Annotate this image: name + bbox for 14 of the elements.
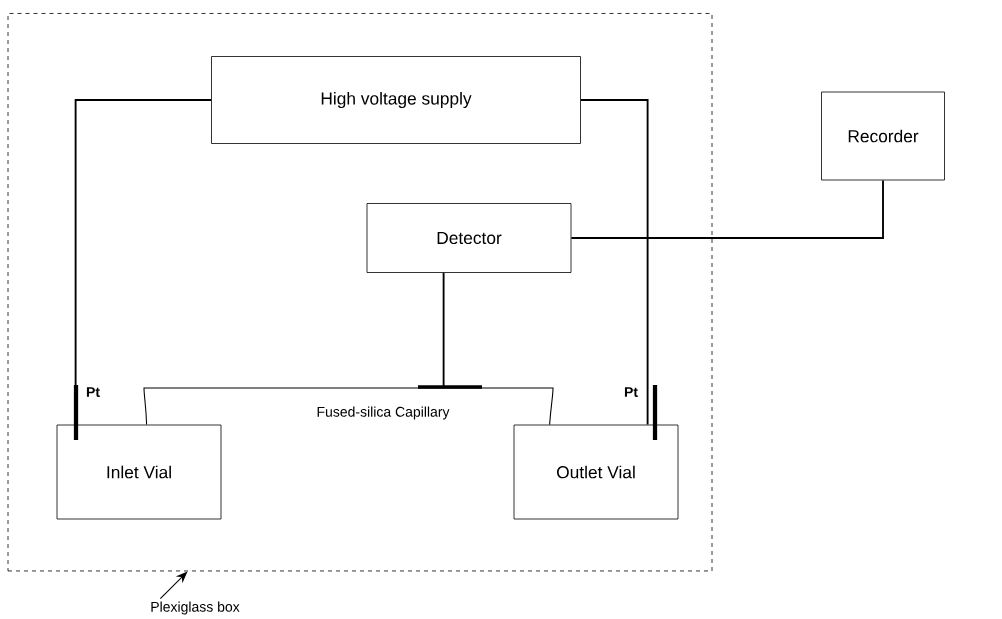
leader-line <box>159 571 188 600</box>
edge-label: Fused-silica Capillary <box>315 405 451 421</box>
dashed-enclosure <box>7 13 713 572</box>
capillary-line <box>143 387 554 426</box>
device-box: High voltage supply <box>211 56 581 144</box>
vial-box: Inlet Vial <box>56 424 222 520</box>
electrode-label: Pt <box>86 387 100 397</box>
device-box: Recorder <box>821 91 945 181</box>
device-box: Detector <box>366 203 572 273</box>
vial-box: Outlet Vial <box>513 424 679 520</box>
wire <box>570 179 884 239</box>
wire <box>579 99 649 426</box>
caption-text: Plexiglass box <box>151 601 240 615</box>
electrode-label: Pt <box>624 387 638 397</box>
